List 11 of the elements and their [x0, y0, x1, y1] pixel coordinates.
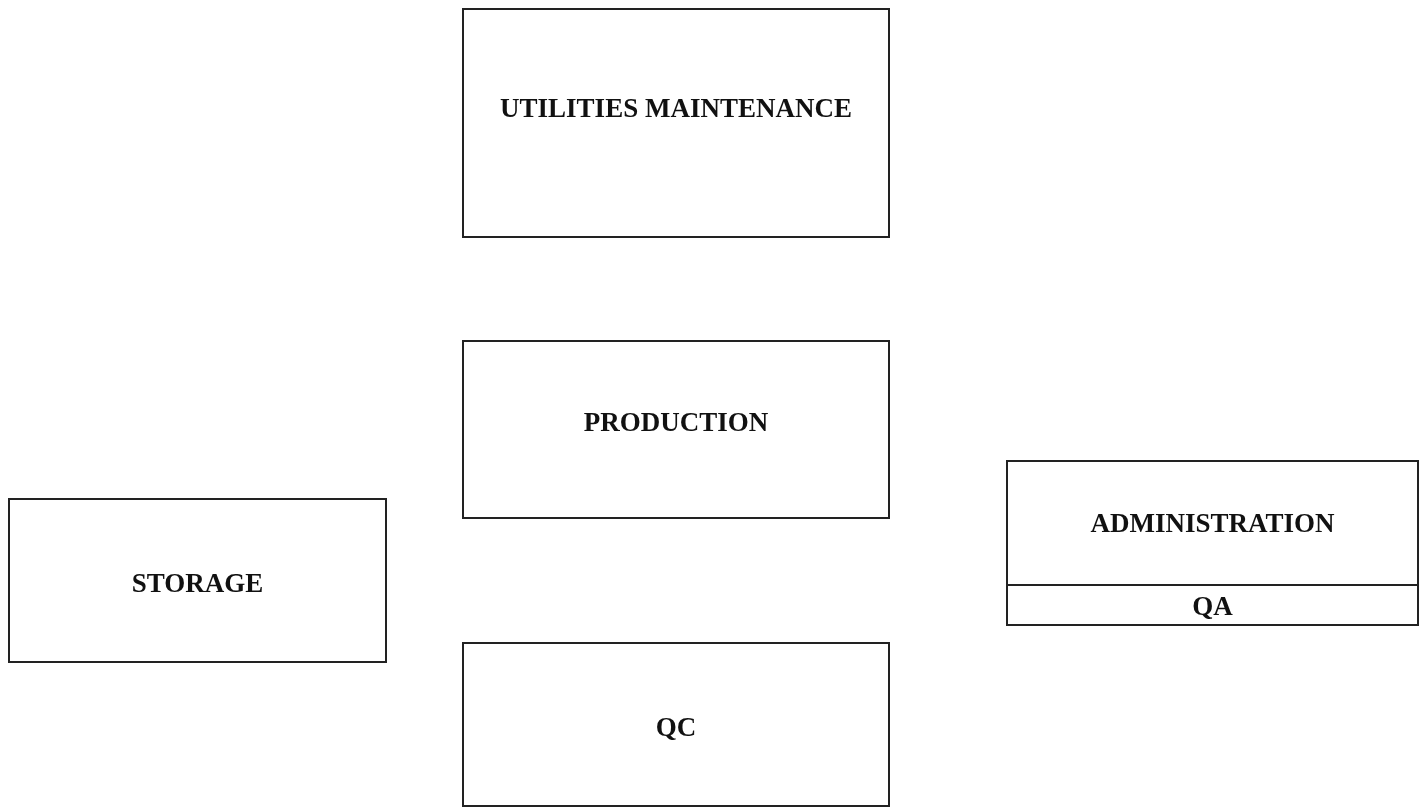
department-label: UTILITIES MAINTENANCE	[500, 92, 852, 125]
department-box	[462, 8, 890, 238]
department-box	[462, 340, 890, 519]
section-heading: ADMINISTRATION	[1090, 507, 1335, 540]
department-box	[1006, 460, 1419, 626]
department-label: QC	[655, 710, 697, 744]
department-label: QA	[1192, 590, 1233, 623]
department-label: STORAGE	[131, 566, 264, 600]
department-box	[462, 642, 890, 807]
department-label: PRODUCTION	[583, 406, 769, 439]
department-box	[8, 498, 387, 663]
